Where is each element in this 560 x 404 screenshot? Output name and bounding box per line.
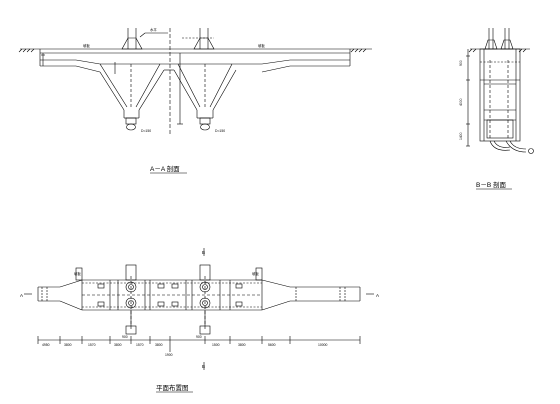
aa-caption: A－A 剖面 — [150, 164, 180, 173]
plan-dim-2: 3800 — [64, 343, 72, 347]
bb-dim-1: 900 — [459, 60, 463, 66]
section-bb-texts: 900 4000 1400 B－B 剖面 — [459, 60, 506, 189]
plan-dim-1: 4950 — [42, 343, 50, 347]
plan-mark-b-top: B — [202, 250, 205, 255]
plan-dim-3: 1570 — [88, 343, 96, 347]
plan-right-top-label: 坡板 — [252, 271, 259, 276]
plan-view — [24, 248, 374, 370]
plan-under-right-label: 900 — [196, 335, 202, 339]
plan-texts: 坡板 坡板 900 900 A A B B 4950 3800 1570 380… — [20, 250, 379, 392]
plan-caption: 平面布置图 — [156, 383, 189, 392]
section-aa-texts: 坡板 坡板 水平 D=150 D=150 A－A 剖面 — [83, 27, 265, 173]
aa-right-top-label: 坡板 — [258, 43, 265, 48]
plan-center-dim: 1900 — [165, 353, 173, 357]
section-aa-view — [18, 28, 372, 135]
section-bb-view — [466, 28, 534, 154]
aa-pipe-left-label: D=150 — [141, 129, 151, 133]
plan-dim-8: 3800 — [238, 343, 246, 347]
bb-dim-3: 1400 — [459, 132, 463, 140]
plan-dim-5: 1570 — [136, 343, 144, 347]
bb-caption: B－B 剖面 — [476, 180, 506, 189]
plan-mark-b-bottom: B — [202, 364, 205, 369]
aa-pipe-right-label: D=150 — [215, 129, 225, 133]
plan-dim-4: 3800 — [114, 343, 122, 347]
bb-dim-2: 4000 — [459, 98, 463, 106]
plan-dim-7: 1500 — [212, 343, 220, 347]
plan-mark-a-right: A — [376, 293, 379, 298]
aa-callout-label: 水平 — [150, 27, 157, 32]
plan-mark-a-left: A — [20, 293, 23, 298]
plan-dim-9: 5600 — [268, 343, 276, 347]
plan-left-top-label: 坡板 — [74, 271, 81, 276]
plan-dim-6: 3800 — [155, 343, 163, 347]
aa-left-top-label: 坡板 — [83, 43, 90, 48]
plan-dim-10: 10000 — [318, 343, 328, 347]
plan-under-left-label: 900 — [122, 335, 128, 339]
